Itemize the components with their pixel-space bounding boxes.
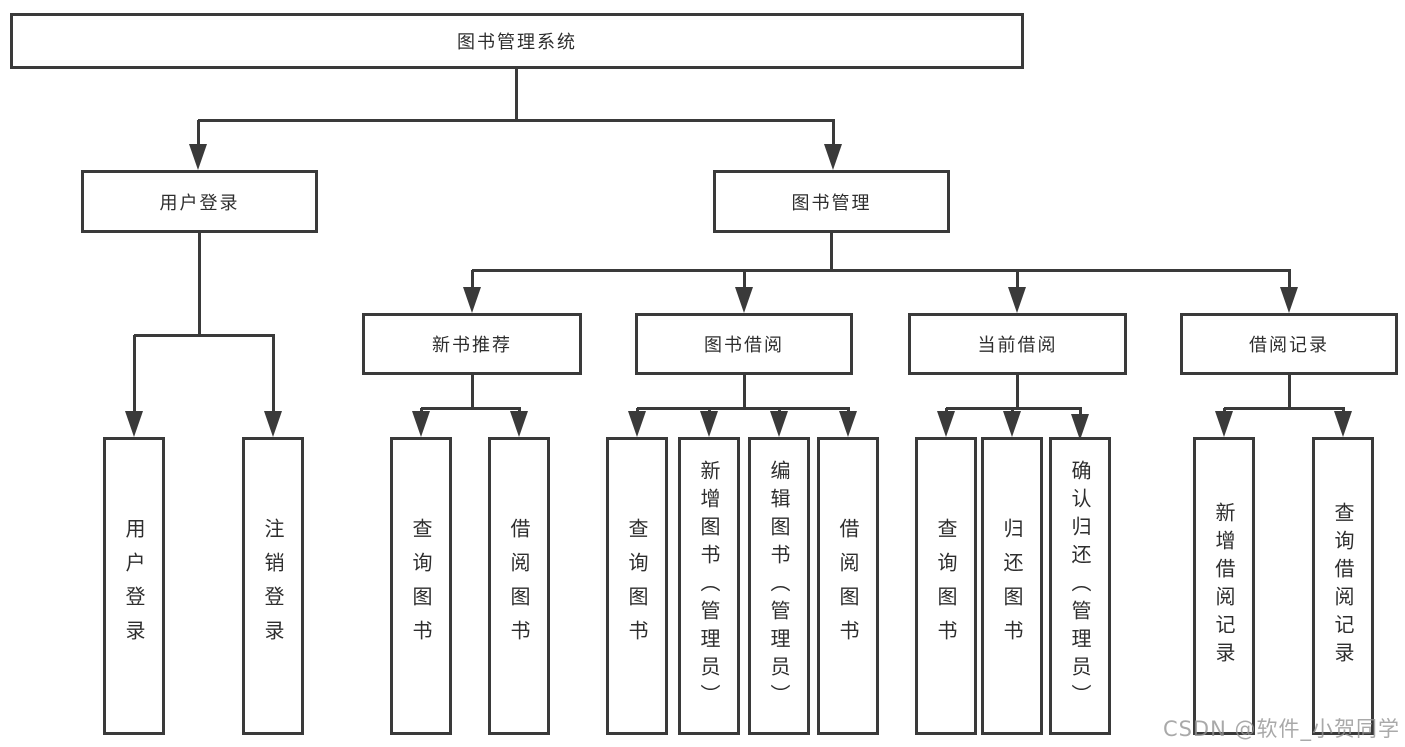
node-root-system: 图书管理系统 <box>10 13 1024 69</box>
node-label: 新书推荐 <box>432 335 512 356</box>
arrow-down-icon <box>125 411 143 437</box>
node-label: 借阅记录 <box>1249 335 1329 356</box>
arrow-down-icon <box>463 287 481 313</box>
connector-line <box>198 118 835 122</box>
csdn-watermark: CSDN @软件_小贺同学 <box>1162 717 1400 741</box>
leaf-label: 借阅图书 <box>507 518 531 654</box>
arrow-down-icon <box>700 411 718 437</box>
node-label: 图书管理系统 <box>457 32 577 53</box>
connector-line <box>472 268 1291 272</box>
arrow-down-icon <box>412 411 430 437</box>
connector-line <box>421 406 521 410</box>
leaf-label: 确认归还（管理员） <box>1068 460 1092 712</box>
connector-line <box>514 69 518 120</box>
connector-line <box>132 335 136 413</box>
leaf-label: 新增图书（管理员） <box>697 460 721 712</box>
node-new-book-recommend: 新书推荐 <box>362 313 582 375</box>
leaf-add-books-admin: 新增图书（管理员） <box>678 437 740 735</box>
leaf-edit-books-admin: 编辑图书（管理员） <box>748 437 810 735</box>
leaf-label: 注销登录 <box>261 518 285 654</box>
node-borrowing-records: 借阅记录 <box>1180 313 1398 375</box>
connector-line <box>470 375 474 408</box>
arrow-down-icon <box>1215 411 1233 437</box>
connector-line <box>134 333 275 337</box>
arrow-down-icon <box>1071 414 1089 440</box>
node-label: 图书借阅 <box>704 335 784 356</box>
arrow-down-icon <box>1280 287 1298 313</box>
leaf-label: 编辑图书（管理员） <box>767 460 791 712</box>
leaf-query-books-borrowing: 查询图书 <box>606 437 668 735</box>
leaf-logout: 注销登录 <box>242 437 304 735</box>
connector-line <box>271 335 275 413</box>
leaf-label: 查询图书 <box>409 518 433 654</box>
arrow-down-icon <box>1334 411 1352 437</box>
leaf-confirm-return-admin: 确认归还（管理员） <box>1049 437 1111 735</box>
connector-line <box>196 120 200 147</box>
leaf-query-books-current: 查询图书 <box>915 437 977 735</box>
connector-line <box>742 270 746 289</box>
leaf-label: 查询图书 <box>934 518 958 654</box>
node-book-borrowing: 图书借阅 <box>635 313 853 375</box>
leaf-label: 用户登录 <box>122 518 146 654</box>
leaf-borrow-books-borrowing: 借阅图书 <box>817 437 879 735</box>
connector-line <box>829 233 833 272</box>
node-book-management: 图书管理 <box>713 170 950 233</box>
connector-line <box>637 406 850 410</box>
arrow-down-icon <box>937 411 955 437</box>
leaf-label: 归还图书 <box>1000 518 1024 654</box>
node-current-borrowing: 当前借阅 <box>908 313 1127 375</box>
connector-line <box>946 406 1082 410</box>
leaf-label: 借阅图书 <box>836 518 860 654</box>
arrow-down-icon <box>264 411 282 437</box>
leaf-query-books-recommend: 查询图书 <box>390 437 452 735</box>
connector-line <box>1078 408 1082 414</box>
arrow-down-icon <box>1008 287 1026 313</box>
node-label: 用户登录 <box>159 192 240 214</box>
node-user-login: 用户登录 <box>81 170 318 233</box>
arrow-down-icon <box>735 287 753 313</box>
leaf-query-borrow-record: 查询借阅记录 <box>1312 437 1374 735</box>
connector-line <box>1224 406 1345 410</box>
connector-line <box>470 270 474 289</box>
arrow-down-icon <box>628 411 646 437</box>
arrow-down-icon <box>510 411 528 437</box>
leaf-return-books: 归还图书 <box>981 437 1043 735</box>
leaf-add-borrow-record: 新增借阅记录 <box>1193 437 1255 735</box>
connector-line <box>1287 375 1291 408</box>
leaf-label: 查询图书 <box>625 518 649 654</box>
leaf-label: 新增借阅记录 <box>1212 502 1236 670</box>
arrow-down-icon <box>839 411 857 437</box>
connector-line <box>742 375 746 408</box>
leaf-label: 查询借阅记录 <box>1331 502 1355 670</box>
connector-line <box>1015 270 1019 289</box>
leaf-user-login: 用户登录 <box>103 437 165 735</box>
arrow-down-icon <box>770 411 788 437</box>
node-label: 当前借阅 <box>977 335 1058 356</box>
arrow-down-icon <box>824 144 842 170</box>
connector-line <box>197 233 201 335</box>
node-label: 图书管理 <box>791 192 872 214</box>
arrow-down-icon <box>1003 411 1021 437</box>
connector-line <box>831 120 835 147</box>
connector-line <box>1287 270 1291 289</box>
arrow-down-icon <box>189 144 207 170</box>
leaf-borrow-books-recommend: 借阅图书 <box>488 437 550 735</box>
connector-line <box>1015 375 1019 408</box>
